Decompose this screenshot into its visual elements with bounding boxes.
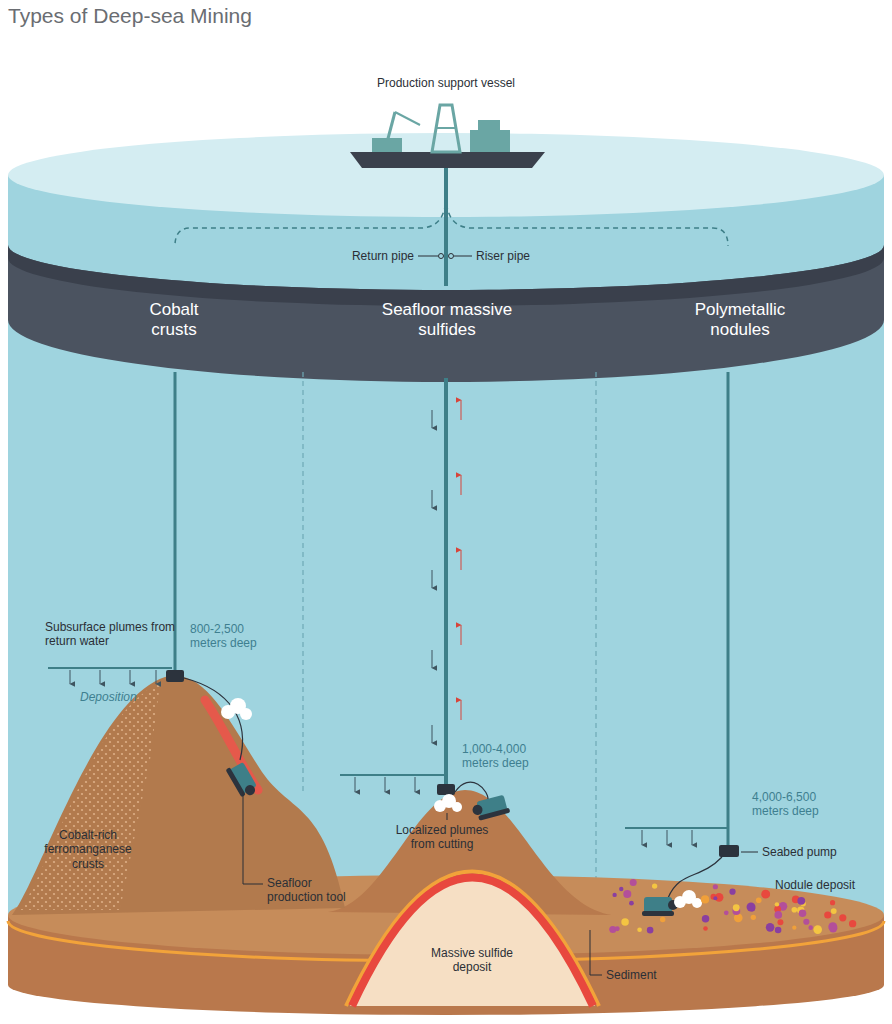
nodule-field — [609, 879, 856, 934]
sediment-plume — [221, 698, 702, 908]
nodule — [803, 919, 809, 925]
nodule — [647, 927, 654, 934]
title: Types of Deep-sea Mining — [8, 4, 252, 28]
nodule — [775, 902, 779, 906]
pipe-label: Return pipe — [352, 249, 414, 263]
nodule — [761, 890, 770, 899]
deposit-label: Nodule deposit — [775, 878, 855, 892]
production-tool — [642, 897, 678, 916]
nodule — [637, 927, 642, 932]
column-heading: Seafloor massive sulfides — [359, 300, 535, 341]
production-tool — [225, 760, 259, 800]
nodule — [612, 893, 616, 897]
nodule — [792, 907, 798, 913]
nodule — [701, 895, 709, 903]
nodule — [839, 914, 846, 921]
plume-label: Localized plumes from cutting — [386, 823, 498, 852]
production-tool — [471, 794, 511, 822]
water-body — [8, 175, 884, 935]
nodule — [747, 903, 756, 912]
nodule — [797, 897, 805, 905]
column-divider — [302, 372, 303, 792]
nodule — [630, 879, 637, 886]
crust-label: Cobalt-rich ferromanganese crusts — [29, 828, 147, 871]
column-heading: Polymetallic nodules — [665, 300, 815, 341]
cables — [184, 678, 722, 898]
pump — [166, 670, 184, 682]
depth-label: 800-2,500 meters deep — [190, 622, 274, 651]
deposition-label: Deposition — [80, 690, 137, 704]
deposit-label: Massive sulfide deposit — [416, 946, 528, 975]
nodule — [775, 927, 782, 934]
discharge-arrows — [70, 670, 692, 845]
pipe-leaders — [418, 254, 472, 259]
deposit-layer — [352, 878, 593, 1007]
nodule — [777, 919, 783, 925]
nodule — [724, 910, 729, 915]
nodule — [629, 901, 634, 906]
nodule — [799, 909, 807, 917]
seabed-pump — [719, 845, 739, 857]
nodule — [824, 911, 831, 918]
nodule — [713, 896, 717, 900]
nodule — [830, 900, 835, 905]
nodule — [703, 926, 708, 931]
nodule — [849, 920, 856, 927]
pipes — [48, 168, 728, 846]
tool-label: Seafloor production tool — [267, 876, 359, 905]
nodule — [808, 925, 813, 930]
sediment-label: Sediment — [606, 968, 657, 982]
nodule — [751, 915, 756, 920]
nodule — [660, 917, 665, 922]
nodule — [652, 883, 657, 888]
nodule — [792, 926, 796, 930]
sulfide-deposit — [350, 876, 595, 1007]
pipe-label: Riser pipe — [476, 249, 530, 263]
seamount-texture — [20, 684, 160, 910]
plume-label: Subsurface plumes from return water — [45, 620, 195, 649]
column-divider — [595, 372, 596, 880]
pump-label: Seabed pump — [762, 845, 837, 859]
nodule — [762, 890, 770, 898]
nodule — [813, 925, 822, 934]
nodule — [623, 890, 631, 898]
depth-label: 4,000-6,500 meters deep — [752, 790, 844, 819]
nodule — [729, 889, 735, 895]
nodule — [702, 915, 709, 922]
support-vessel — [350, 105, 545, 168]
nodule — [831, 908, 837, 914]
deposit-rim — [346, 872, 599, 1007]
nodule — [619, 887, 623, 891]
nodule — [774, 911, 782, 919]
flow-arrows — [432, 400, 461, 743]
nodule — [621, 918, 629, 926]
nodule — [734, 913, 743, 922]
depth-label: 1,000-4,000 meters deep — [462, 742, 554, 771]
nodule — [828, 922, 837, 931]
leader-lines — [243, 792, 758, 975]
column-heading: Cobalt crusts — [126, 300, 222, 341]
nodule — [756, 897, 762, 903]
nodule — [615, 926, 620, 931]
nodule — [733, 904, 740, 911]
nodule — [766, 923, 775, 932]
pump — [437, 784, 455, 795]
nodule — [713, 884, 718, 889]
vessel-label: Production support vessel — [377, 76, 515, 90]
